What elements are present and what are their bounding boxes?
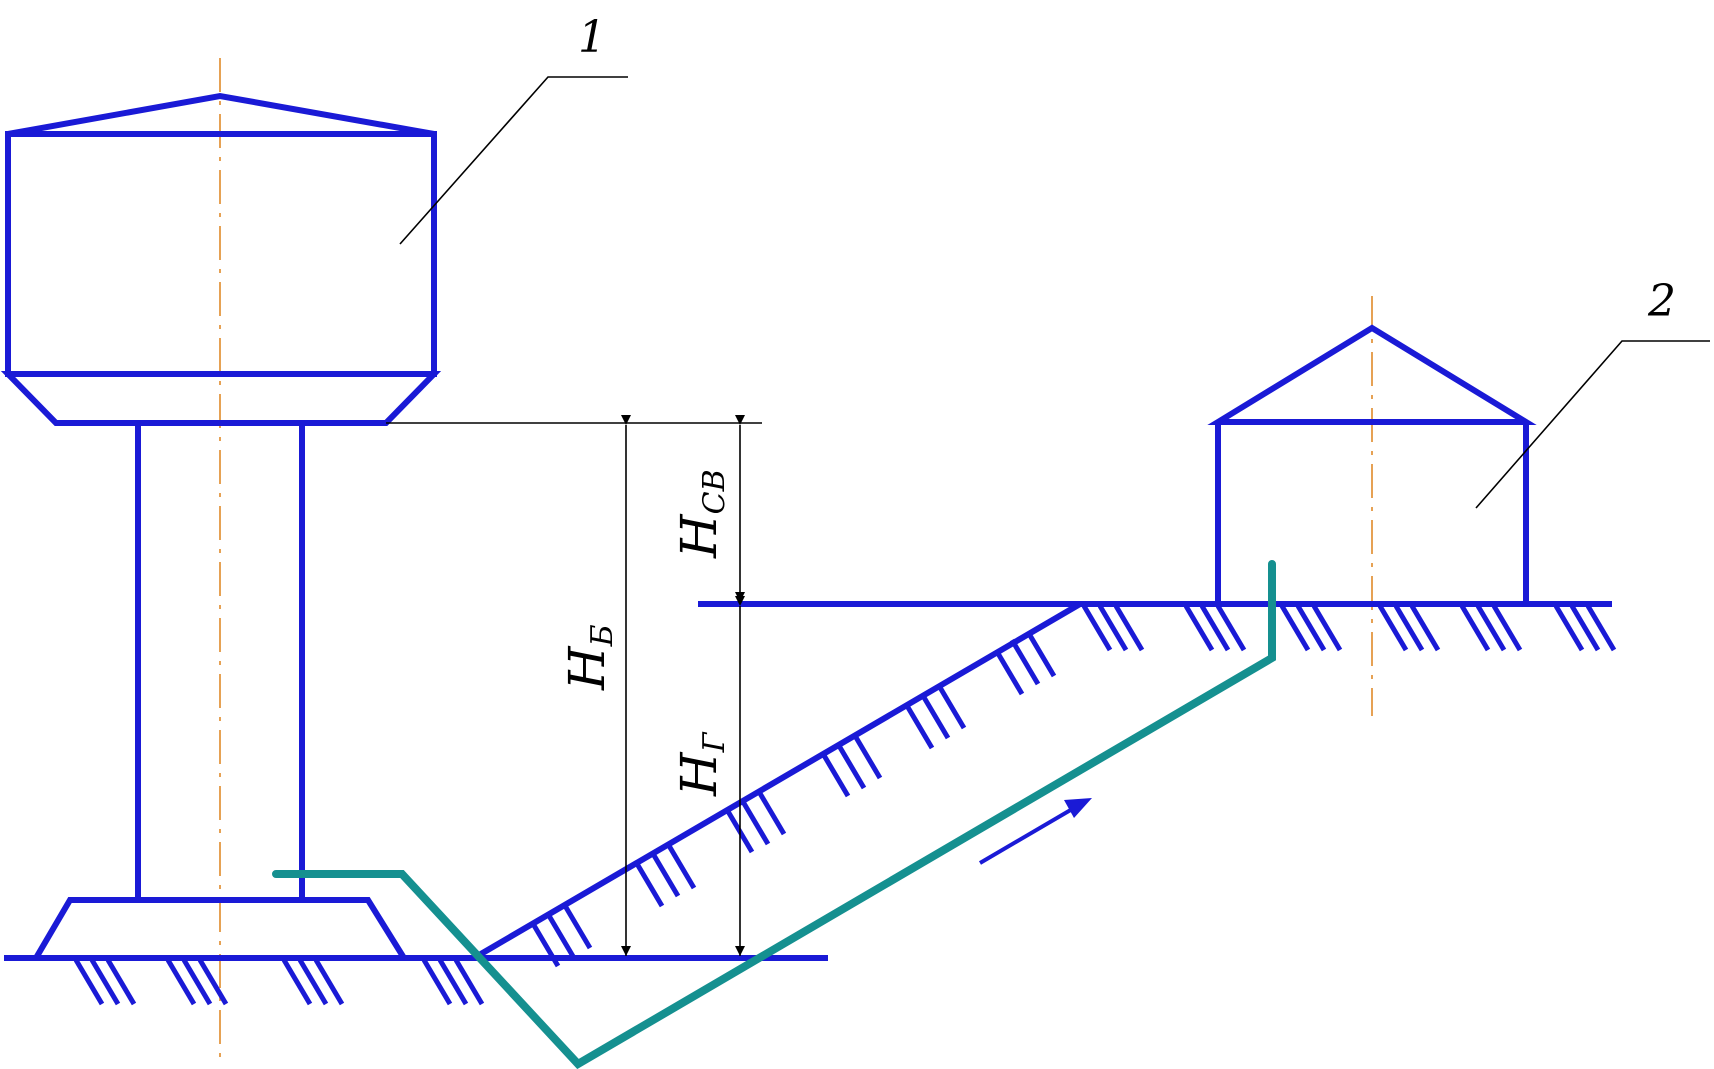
water-pipe	[272, 560, 1276, 1069]
hatch-lower-2	[165, 958, 229, 1006]
hatch-lower-4	[421, 958, 485, 1006]
hatch-slope-1	[529, 902, 593, 968]
svg-text:HБ: HБ	[558, 624, 620, 691]
label-hsv-main: H	[670, 513, 728, 559]
slope-ground-line	[472, 601, 1082, 961]
water-tower	[0, 92, 442, 961]
hatch-slope-6	[993, 630, 1057, 696]
hatch-upper-4	[1377, 604, 1441, 652]
label-hsv-sub: СВ	[697, 469, 732, 514]
hatch-upper-1	[1081, 604, 1145, 652]
hatch-upper-5	[1459, 604, 1523, 652]
svg-text:HГ: HГ	[670, 731, 732, 797]
label-hg-sub: Г	[697, 731, 732, 753]
hatch-upper-2	[1183, 604, 1247, 652]
hatch-slope-3	[723, 788, 787, 854]
label-hb-main: H	[558, 645, 616, 691]
tower-tank-bottom	[0, 371, 442, 426]
label-hb: HБ	[558, 624, 620, 691]
flow-direction-arrow	[978, 798, 1092, 865]
leader-line-1	[399, 76, 628, 245]
label-tower-number: 1	[578, 12, 606, 63]
hatch-lower-1	[73, 958, 137, 1006]
building	[1207, 324, 1537, 604]
label-hg-main: H	[670, 751, 728, 797]
label-hg: HГ	[670, 731, 732, 797]
hatch-upper-6	[1553, 604, 1617, 652]
hatch-upper-3	[1279, 604, 1343, 652]
label-hsv: HСВ	[670, 469, 732, 559]
label-building-number: 2	[1647, 276, 1676, 327]
ground-hatching	[73, 604, 1617, 1006]
hatch-slope-5	[903, 682, 967, 750]
hatch-slope-2	[633, 842, 697, 908]
tower-roof	[7, 92, 435, 137]
leader-line-2	[1475, 340, 1710, 509]
tower-tank	[5, 131, 437, 377]
hatch-slope-4	[819, 732, 883, 798]
hatch-lower-3	[281, 958, 345, 1006]
svg-text:HСВ: HСВ	[670, 469, 732, 559]
label-hb-sub: Б	[585, 624, 620, 647]
